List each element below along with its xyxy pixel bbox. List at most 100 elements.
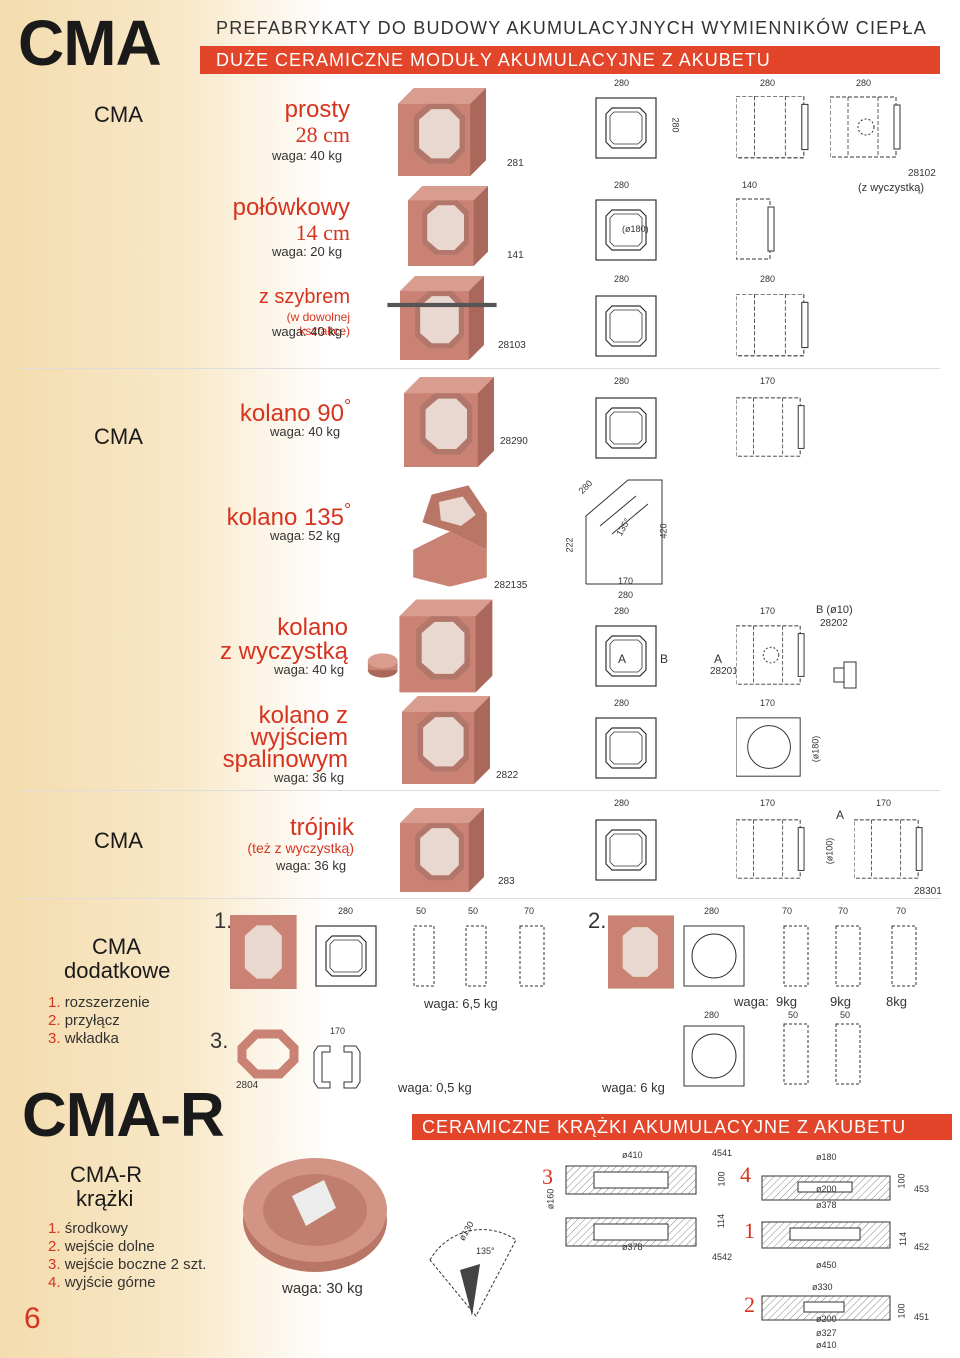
dim-280-1: 280 (614, 78, 630, 88)
extras-item-2: 2. przyłącz (48, 1012, 120, 1029)
section-label-cma-3: CMA (94, 828, 143, 853)
module-image-kolano-135 (413, 485, 487, 587)
section-label-cma-1: CMA (94, 102, 143, 127)
dim-280-15: 280 (704, 906, 720, 916)
label-B-1: B (660, 652, 669, 666)
dim-170-6: 170 (876, 798, 892, 808)
dim-280-6: 280 (614, 274, 630, 284)
dim-100-3: 100 (896, 1303, 907, 1319)
disc-list: 1. środkowy 2. wejście dolne 3. wejście … (48, 1220, 206, 1292)
weight-przylacz-2: 9kg (830, 994, 851, 1009)
drawing-rozszerzenie (315, 925, 377, 987)
product-weight-kolano-wyczystka: waga: 40 kg (274, 662, 345, 677)
disc-number-4: 4 (740, 1162, 751, 1187)
section-label-dodatkowe: dodatkowe (64, 958, 171, 983)
module-image-przylacz (608, 915, 674, 989)
brand-logo: CMA (18, 7, 162, 79)
dim-114-1: 114 (716, 1213, 727, 1229)
disc-section-3 (565, 1165, 697, 1247)
dim-420: 420 (658, 523, 669, 539)
drawing-kolano-90-front (595, 397, 657, 459)
page-title: PREFABRYKATY DO BUDOWY AKUMULACYJNYCH WY… (216, 18, 927, 38)
dim-280-4: 280 (856, 78, 872, 88)
product-weight-trojnik: waga: 36 kg (276, 858, 347, 873)
drawing-kolano-spalinowe-front (595, 717, 657, 779)
product-name-kolano-90: kolano 90 (239, 400, 344, 427)
section-divider-1 (20, 368, 940, 369)
weight-przylacz-3: 8kg (886, 994, 907, 1009)
dim-4541: 4541 (712, 1148, 733, 1158)
module-image-z-szybrem (387, 276, 497, 360)
module-image-kolano-spalinowe (402, 696, 490, 784)
product-name-kolano-wyczystka-2: z wyczystką (219, 638, 348, 665)
product-name-prosty: prosty (284, 96, 350, 123)
code-2822: 2822 (496, 770, 519, 781)
label-A-2: A (714, 652, 723, 666)
drawing-trojnik-side-2 (854, 819, 923, 879)
dim-160: ø160 (545, 1188, 556, 1210)
disc-item-4: 4. wyjście górne (48, 1274, 156, 1291)
module-image-rozszerzenie (230, 915, 297, 989)
disc-angle-drawing (429, 1229, 517, 1317)
drawing-przylacz-front-2 (683, 1025, 745, 1087)
product-weight-kolano-135: waga: 52 kg (270, 528, 341, 543)
weight-przylacz-1: 9kg (776, 994, 797, 1009)
dim-50-3: 50 (788, 1010, 799, 1020)
page-subtitle: DUŻE CERAMICZNE MODUŁY AKUMULACYJNE Z AK… (216, 50, 771, 70)
degree-symbol-135: ° (344, 500, 352, 520)
dim-280-14: 280 (338, 906, 354, 916)
module-image-trojnik (400, 808, 484, 892)
dim-4542: 4542 (712, 1252, 733, 1262)
code-2804: 2804 (236, 1080, 259, 1091)
drawing-cleanout-plug (833, 661, 857, 689)
dim-180-disc: ø180 (816, 1152, 837, 1162)
drawing-szyber-side (736, 294, 809, 357)
code-281: 281 (507, 158, 524, 169)
dim-170-4: 170 (760, 698, 776, 708)
label-A-1: A (618, 652, 627, 666)
page-number: 6 (24, 1302, 41, 1335)
code-28202: 28202 (820, 618, 848, 629)
label-B-10: B (ø10) (816, 604, 853, 616)
dim-170-1: 170 (760, 376, 776, 386)
label-A-3: A (836, 808, 845, 822)
section-label-cma-2: CMA (94, 424, 143, 449)
product-note-z-szybrem: (w dowolnej kształtce) (286, 310, 350, 338)
disc-image (243, 1158, 387, 1272)
disc-section-1 (761, 1221, 891, 1249)
product-note-trojnik: (też z wyczystką) (247, 840, 354, 856)
dim-180-1: (ø180) (622, 224, 649, 234)
drawing-polowkowy-side (736, 198, 775, 260)
dim-453: 453 (914, 1184, 930, 1194)
dim-280-12: 280 (614, 698, 630, 708)
module-image-kolano-wyczystka (367, 599, 493, 693)
drawing-przylacz-front (683, 925, 745, 987)
dim-70-2: 70 (782, 906, 793, 916)
dim-222: 222 (564, 537, 575, 553)
code-282135: 282135 (494, 580, 528, 591)
dim-50-4: 50 (840, 1010, 851, 1020)
dim-280-13: 280 (614, 798, 630, 808)
disc-section-2 (761, 1295, 891, 1321)
weight-przylacz-6kg: waga: 6 kg (602, 1080, 665, 1095)
product-weight-prosty: waga: 40 kg (272, 148, 343, 163)
extra-number-3: 3. (210, 1028, 229, 1053)
dim-100: (ø100) (824, 837, 835, 865)
dim-280-16: 280 (704, 1010, 720, 1020)
dim-280-10: 280 (618, 590, 634, 600)
product-name-kolano-spalinowe-3: spalinowym (222, 746, 348, 773)
disc-item-2: 2. wejście dolne (48, 1238, 155, 1255)
dim-200-1: ø200 (816, 1184, 837, 1194)
code-28301: 28301 (914, 886, 942, 897)
product-weight-kolano-90: waga: 40 kg (270, 424, 341, 439)
dim-170-5: 170 (760, 798, 776, 808)
product-name-kolano-spalinowe-2: wyjściem (250, 724, 348, 751)
drawing-kolano-90-side (736, 397, 805, 457)
weight-wkladka: waga: 0,5 kg (398, 1080, 472, 1095)
drawing-szyber-front (595, 295, 657, 357)
dim-50-2: 50 (468, 906, 479, 916)
dim-70-1: 70 (524, 906, 535, 916)
extras-item-3: 3. wkładka (48, 1030, 119, 1047)
drawing-prosty-side (736, 96, 809, 159)
section-divider-2 (20, 790, 940, 791)
